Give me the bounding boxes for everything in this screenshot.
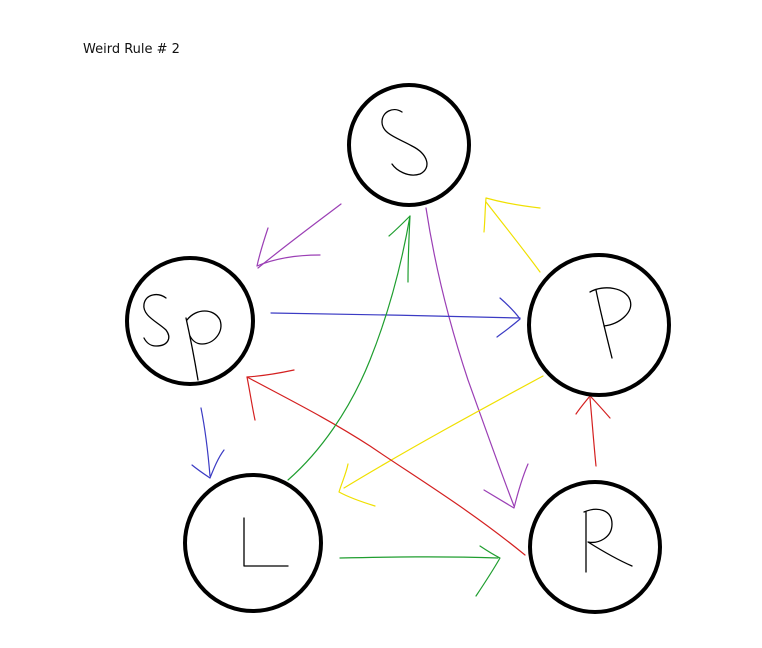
node-s: S bbox=[347, 83, 471, 207]
diagram-title: Weird Rule # 2 bbox=[83, 42, 180, 57]
edge-s-to-r bbox=[425, 207, 529, 509]
edge-p-to-s bbox=[483, 197, 541, 273]
edge-l-to-r bbox=[339, 545, 501, 597]
node-l: L bbox=[183, 473, 323, 613]
edge-r-to-sp bbox=[246, 369, 526, 556]
edge-sp-to-p bbox=[270, 297, 521, 338]
node-p-circle bbox=[527, 253, 671, 397]
node-r: R bbox=[528, 480, 662, 614]
edge-p-to-l bbox=[338, 375, 544, 507]
node-l-circle bbox=[183, 473, 323, 613]
edge-s-to-sp bbox=[256, 203, 342, 269]
edge-sp-to-l bbox=[191, 407, 225, 479]
node-sp: Sp bbox=[125, 256, 255, 386]
node-s-circle bbox=[347, 83, 471, 207]
node-sp-circle bbox=[125, 256, 255, 386]
node-r-circle bbox=[528, 480, 662, 614]
edge-l-to-s bbox=[287, 215, 411, 481]
node-p: P bbox=[527, 253, 671, 397]
edge-r-to-p bbox=[575, 395, 611, 467]
